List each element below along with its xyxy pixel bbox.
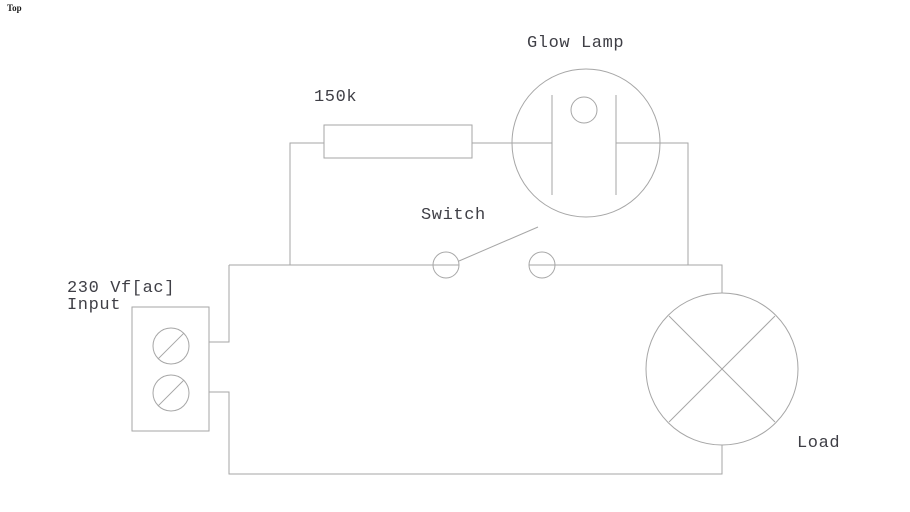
resistor-body[interactable] [323,124,473,159]
wire-lamp-to-main [616,142,689,265]
input-terminal[interactable]: 230 Vf[ac] Input [67,279,210,432]
wire-input-top [209,265,230,343]
wires [209,142,723,475]
terminal-body[interactable] [131,306,210,432]
wire-return-bottom [209,391,723,475]
load-lamp[interactable]: Load [645,292,840,453]
glow-lamp-dot [570,96,598,124]
load-lamp-cross-2 [668,315,776,423]
load-lamp-body[interactable] [645,292,799,446]
switch-label: Switch [421,206,486,225]
switch-contact-right[interactable] [528,251,556,279]
wire-resistor-branch [289,142,324,265]
glow-lamp[interactable]: Glow Lamp [511,34,661,218]
glow-lamp-label: Glow Lamp [527,34,624,53]
resistor-label: 150k [314,88,357,107]
input-label-line1: 230 Vf[ac] [67,279,175,298]
input-label-line2: Input [67,296,121,315]
view-label: Top [7,3,22,13]
wire-main-right [529,264,723,293]
terminal-screw-top-slot [157,332,185,360]
switch[interactable]: Switch [421,206,556,279]
switch-contact-left[interactable] [432,251,460,279]
resistor[interactable]: 150k [314,88,473,159]
switch-lever[interactable] [458,226,539,262]
terminal-screw-bottom-slot [157,379,185,407]
load-label: Load [797,434,840,453]
glow-lamp-envelope[interactable] [511,68,661,218]
terminal-screw-bottom[interactable] [152,374,190,412]
terminal-screw-top[interactable] [152,327,190,365]
